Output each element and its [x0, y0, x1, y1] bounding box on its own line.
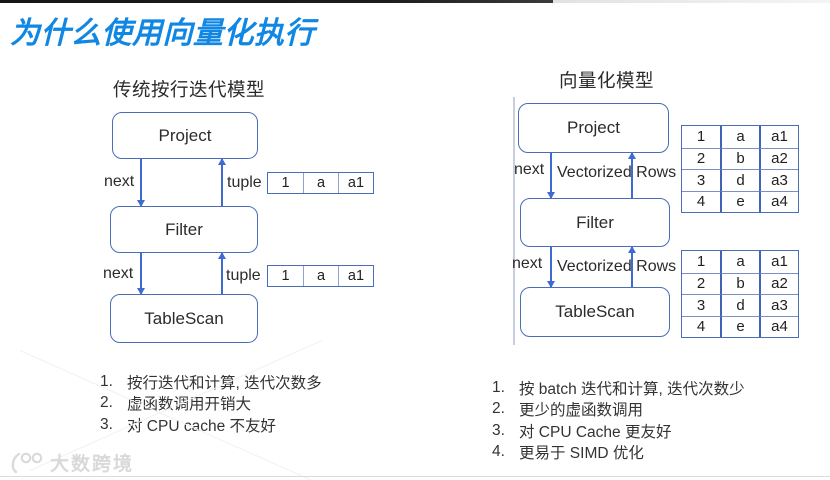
batch-cell: a3 [759, 294, 798, 316]
list-item: 3. 对 CPU Cache 更友好 [492, 420, 745, 442]
batch-cell: a3 [759, 169, 798, 191]
batch-cell: a2 [759, 147, 798, 169]
right-project-box: Project [518, 103, 669, 153]
tuple-cell: 1 [281, 175, 290, 191]
right-tablescan-box: TableScan [520, 287, 670, 337]
list-item: 3. 对 CPU cache 不友好 [100, 414, 322, 436]
left-next-label-1: next [104, 173, 135, 190]
batch-cell: e [720, 315, 759, 337]
watermark-100-logo-icon [11, 452, 43, 473]
left-tuple-label-2: tuple [226, 267, 261, 284]
batch-cell: b [720, 147, 759, 169]
left-filter-box: Filter [110, 206, 258, 253]
right-vrows-label-1: Vectorized Rows [557, 164, 677, 181]
right-next-arrow-1 [546, 153, 555, 199]
right-next-label-2: next [512, 255, 543, 272]
batch-cell: 3 [682, 294, 720, 316]
batch-cell: 1 [696, 128, 706, 146]
list-item-number: 1. [100, 372, 113, 390]
list-item-text: 按行迭代和计算, 迭代次数多 [127, 371, 322, 393]
left-model-heading: 传统按行迭代模型 [113, 79, 266, 100]
right-tablescan-label: TableScan [555, 302, 635, 321]
left-filter-label: Filter [165, 219, 203, 239]
right-notes-list: 1. 按 batch 迭代和计算, 迭代次数少 2. 更少的虚函数调用 3. 对… [492, 377, 745, 463]
batch-cell: a1 [759, 251, 798, 273]
bottom-hairline [0, 476, 830, 477]
top-artifact-bar [0, 0, 553, 3]
list-item-number: 2. [100, 394, 113, 412]
right-filter-label: Filter [576, 212, 614, 232]
batch-cell: 4 [682, 315, 720, 338]
right-vrows-arrow-2 [627, 246, 636, 287]
top-artifact-bar-right [553, 0, 830, 3]
left-tuple-row-1: 1 a a1 [267, 172, 374, 194]
list-item-text: 对 CPU cache 不友好 [127, 417, 277, 435]
batch-cell: e [720, 190, 759, 212]
list-item: 1. 按 batch 迭代和计算, 迭代次数少 [492, 377, 745, 399]
batch-cell: a [720, 126, 759, 148]
list-item-number: 3. [100, 415, 113, 433]
tuple-cell: a1 [338, 266, 373, 286]
batch-cell: 4 [682, 190, 720, 213]
right-faint-vertical-line [513, 97, 515, 345]
tuple-cell: a [303, 266, 338, 286]
right-filter-box: Filter [520, 198, 670, 247]
left-tuple-arrow-1 [217, 158, 226, 206]
right-next-arrow-2 [546, 247, 555, 288]
list-item: 2. 虚函数调用开销大 [100, 393, 322, 415]
batch-cell: d [720, 169, 759, 191]
right-vrows-arrow-1 [627, 152, 636, 198]
left-tablescan-box: TableScan [110, 294, 258, 343]
tuple-cell: a [303, 173, 338, 193]
right-model-heading: 向量化模型 [559, 70, 655, 91]
list-item: 2. 更少的虚函数调用 [492, 399, 745, 421]
left-tuple-arrow-2 [217, 252, 226, 294]
left-tuple-row-2: 1 a a1 [267, 265, 374, 287]
right-batch-table-1: 1 a a1 2 b a2 3 d a3 4 e a4 [681, 125, 799, 213]
list-item-number: 2. [492, 400, 505, 418]
list-item-text: 更易于 SIMD 优化 [519, 445, 644, 463]
left-next-arrow-1 [136, 159, 145, 207]
left-next-arrow-2 [136, 253, 145, 295]
list-item-text: 按 batch 迭代和计算, 迭代次数少 [519, 380, 745, 398]
list-item-text: 更少的虚函数调用 [519, 402, 644, 420]
right-project-label: Project [567, 118, 620, 137]
page-title: 为什么使用向量化执行 [10, 17, 315, 50]
batch-cell: a4 [759, 190, 798, 212]
tuple-cell: 1 [281, 268, 290, 284]
left-notes-list: 1. 按行迭代和计算, 迭代次数多 2. 虚函数调用开销大 3. 对 CPU c… [100, 371, 322, 436]
list-item-text: 对 CPU Cache 更友好 [519, 423, 672, 441]
batch-cell: a2 [759, 272, 798, 294]
list-item-number: 3. [492, 421, 505, 439]
batch-cell: 2 [682, 272, 720, 295]
left-project-box: Project [112, 112, 258, 159]
batch-cell: 3 [682, 169, 720, 191]
left-tablescan-label: TableScan [144, 308, 224, 328]
list-item-number: 4. [492, 443, 505, 461]
tuple-cell: a1 [338, 173, 373, 193]
list-item: 4. 更易于 SIMD 优化 [492, 442, 745, 464]
batch-cell: a4 [759, 315, 798, 337]
batch-cell: 2 [682, 147, 720, 170]
batch-cell: b [720, 272, 759, 294]
right-batch-table-2: 1 a a1 2 b a2 3 d a3 4 e a4 [681, 250, 799, 338]
left-next-label-2: next [103, 265, 134, 282]
batch-cell: a1 [759, 126, 798, 148]
right-next-label-1: next [514, 161, 545, 178]
batch-cell: 1 [696, 253, 706, 271]
batch-cell: a [720, 251, 759, 273]
right-vrows-label-2: Vectorized Rows [557, 258, 677, 275]
watermark-brand-text: 大数跨境 [50, 454, 135, 475]
list-item-text: 虚函数调用开销大 [127, 396, 252, 414]
batch-cell: d [720, 294, 759, 316]
left-project-label: Project [158, 125, 212, 145]
left-tuple-label-1: tuple [227, 174, 262, 191]
watermark: 大数跨境 [8, 449, 134, 476]
list-item-number: 1. [492, 378, 505, 396]
